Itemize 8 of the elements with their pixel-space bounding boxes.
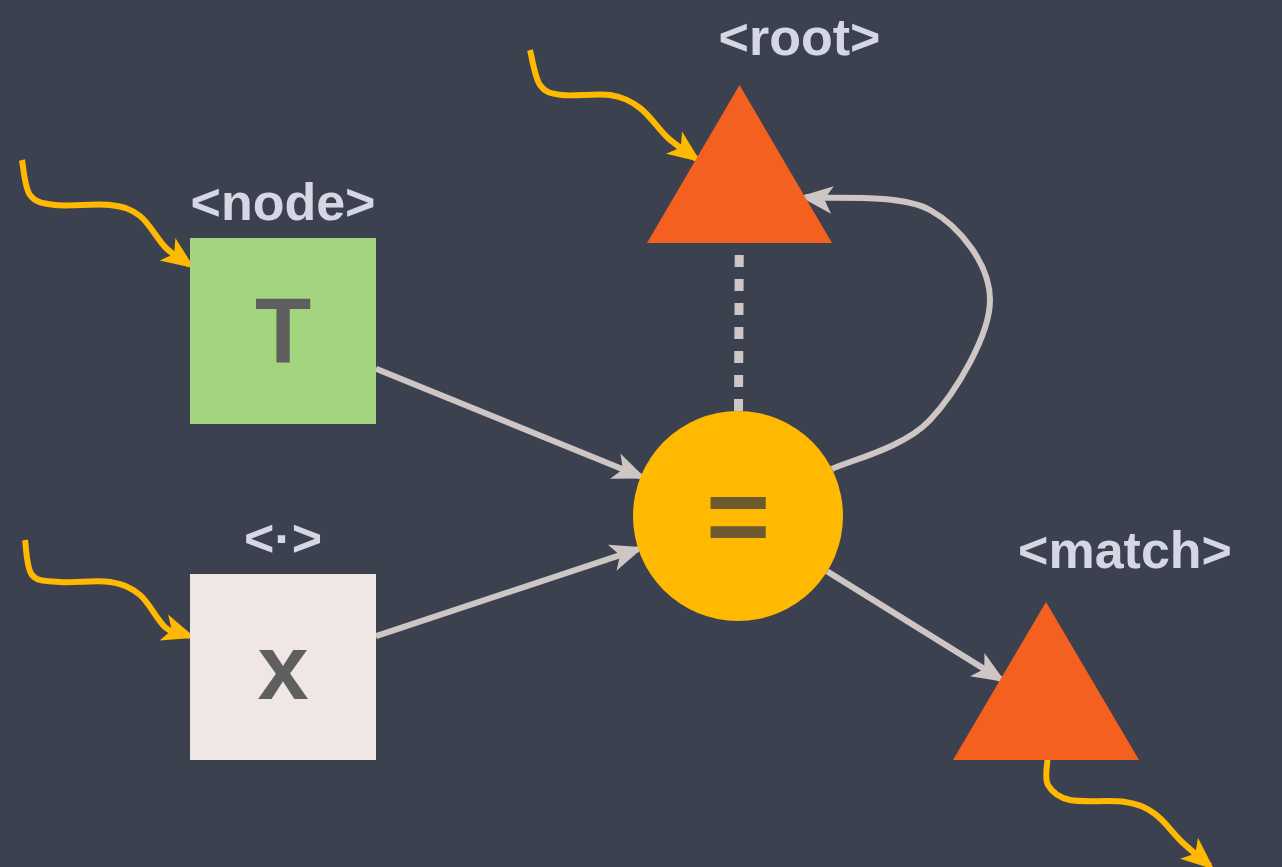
node-symbol: x xyxy=(257,621,309,713)
node-heading: <root> xyxy=(718,7,881,67)
arrow xyxy=(1043,759,1215,867)
node-symbol: T xyxy=(254,285,312,377)
node-heading: <node> xyxy=(190,172,376,232)
operator-symbol: = xyxy=(705,461,771,571)
node-heading: <match> xyxy=(1018,520,1232,580)
node-heading: <·> xyxy=(243,508,323,568)
